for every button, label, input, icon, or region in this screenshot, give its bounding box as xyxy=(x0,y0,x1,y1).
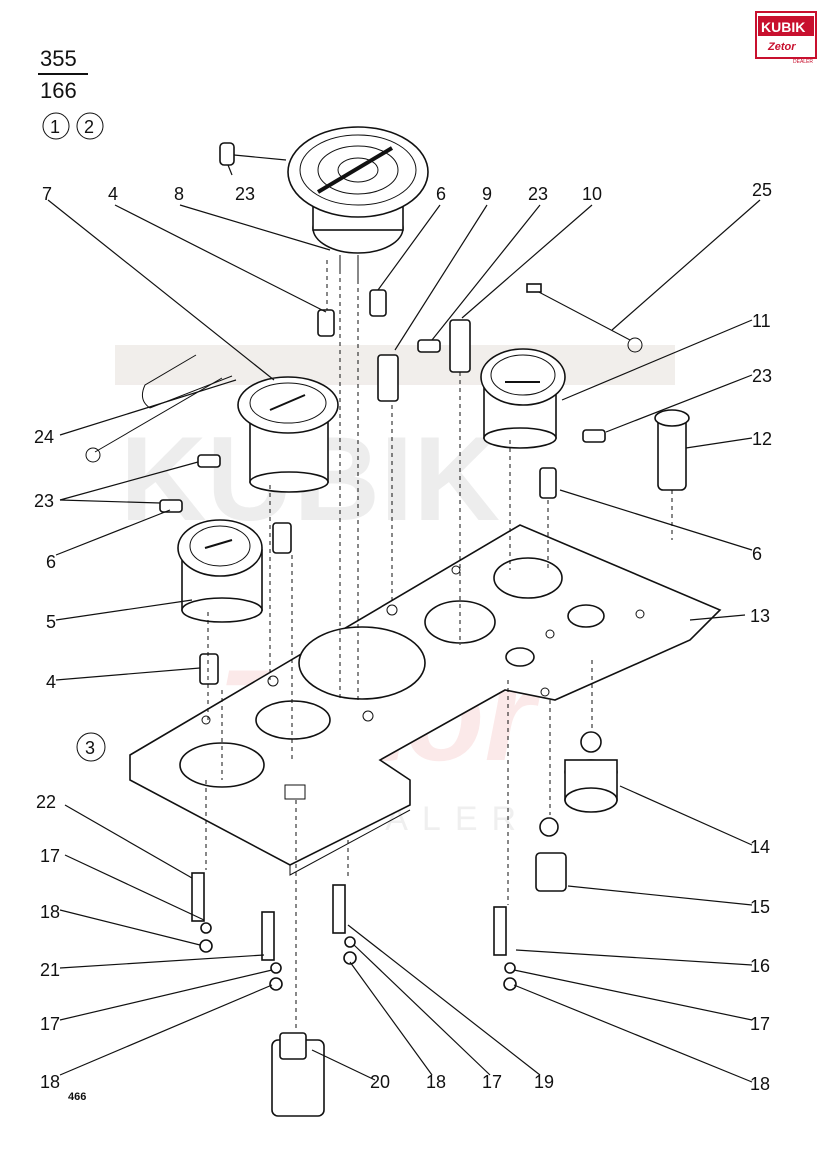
callout-21: 21 xyxy=(40,960,60,980)
callout-22: 22 xyxy=(36,792,56,812)
combination-gauge xyxy=(287,126,429,280)
page-ref-numerator: 355 xyxy=(40,46,77,71)
callout-7: 7 xyxy=(42,184,52,204)
callout-8: 8 xyxy=(174,184,184,204)
callout-15: 15 xyxy=(750,897,770,917)
callout-6: 6 xyxy=(752,544,762,564)
logo-sub: Zetor xyxy=(767,41,796,53)
callout-19: 19 xyxy=(534,1072,554,1092)
variant-1: 1 xyxy=(50,117,60,137)
callout-6: 6 xyxy=(436,184,446,204)
callout-14: 14 xyxy=(750,837,770,857)
wiring-leads xyxy=(85,283,643,463)
logo-tag: DEALER xyxy=(793,59,813,65)
variant-2: 2 xyxy=(84,117,94,137)
figure-id: 466 xyxy=(68,1091,86,1103)
callout-23: 23 xyxy=(528,184,548,204)
callout-18: 18 xyxy=(426,1072,446,1092)
callout-11: 11 xyxy=(752,311,771,331)
page-reference: 355 166 xyxy=(38,46,88,103)
callout-17: 17 xyxy=(482,1072,502,1092)
variant-3: 3 xyxy=(85,738,95,758)
logo-brand: KUBIK xyxy=(761,19,805,35)
callout-18: 18 xyxy=(750,1074,770,1094)
assembly-lines xyxy=(205,260,673,1030)
callout-13: 13 xyxy=(750,606,770,626)
callout-18: 18 xyxy=(40,1072,60,1092)
leader-lines xyxy=(47,154,761,1083)
callout-17: 17 xyxy=(40,1014,60,1034)
callout-17: 17 xyxy=(40,846,60,866)
callout-4: 4 xyxy=(46,672,56,692)
variant-markers: 1 2 3 xyxy=(42,112,106,762)
instrument-panel-plate xyxy=(129,524,722,876)
kubik-zetor-logo: KUBIK Zetor DEALER xyxy=(755,11,817,65)
page-ref-denominator: 166 xyxy=(40,78,77,103)
callout-4: 4 xyxy=(108,184,118,204)
callout-23: 23 xyxy=(235,184,255,204)
callout-6: 6 xyxy=(46,552,56,572)
callout-18: 18 xyxy=(40,902,60,922)
callout-10: 10 xyxy=(582,184,602,204)
temperature-gauge xyxy=(237,376,339,493)
brackets-and-fasteners xyxy=(191,872,517,991)
rev-counter-gauge xyxy=(177,519,263,623)
callout-24: 24 xyxy=(34,427,54,447)
fuel-gauge xyxy=(480,348,566,449)
callout-5: 5 xyxy=(46,612,56,632)
callout-23: 23 xyxy=(752,366,772,386)
small-components xyxy=(159,142,690,1117)
callout-9: 9 xyxy=(482,184,492,204)
callout-23: 23 xyxy=(34,491,54,511)
callout-12: 12 xyxy=(752,429,772,449)
callout-17: 17 xyxy=(750,1014,770,1034)
callout-labels: 23 8 4 6 9 23 10 25 7 11 23 12 24 23 6 6… xyxy=(34,180,772,1103)
callout-16: 16 xyxy=(750,956,770,976)
callout-25: 25 xyxy=(752,180,772,200)
callout-20: 20 xyxy=(370,1072,390,1092)
